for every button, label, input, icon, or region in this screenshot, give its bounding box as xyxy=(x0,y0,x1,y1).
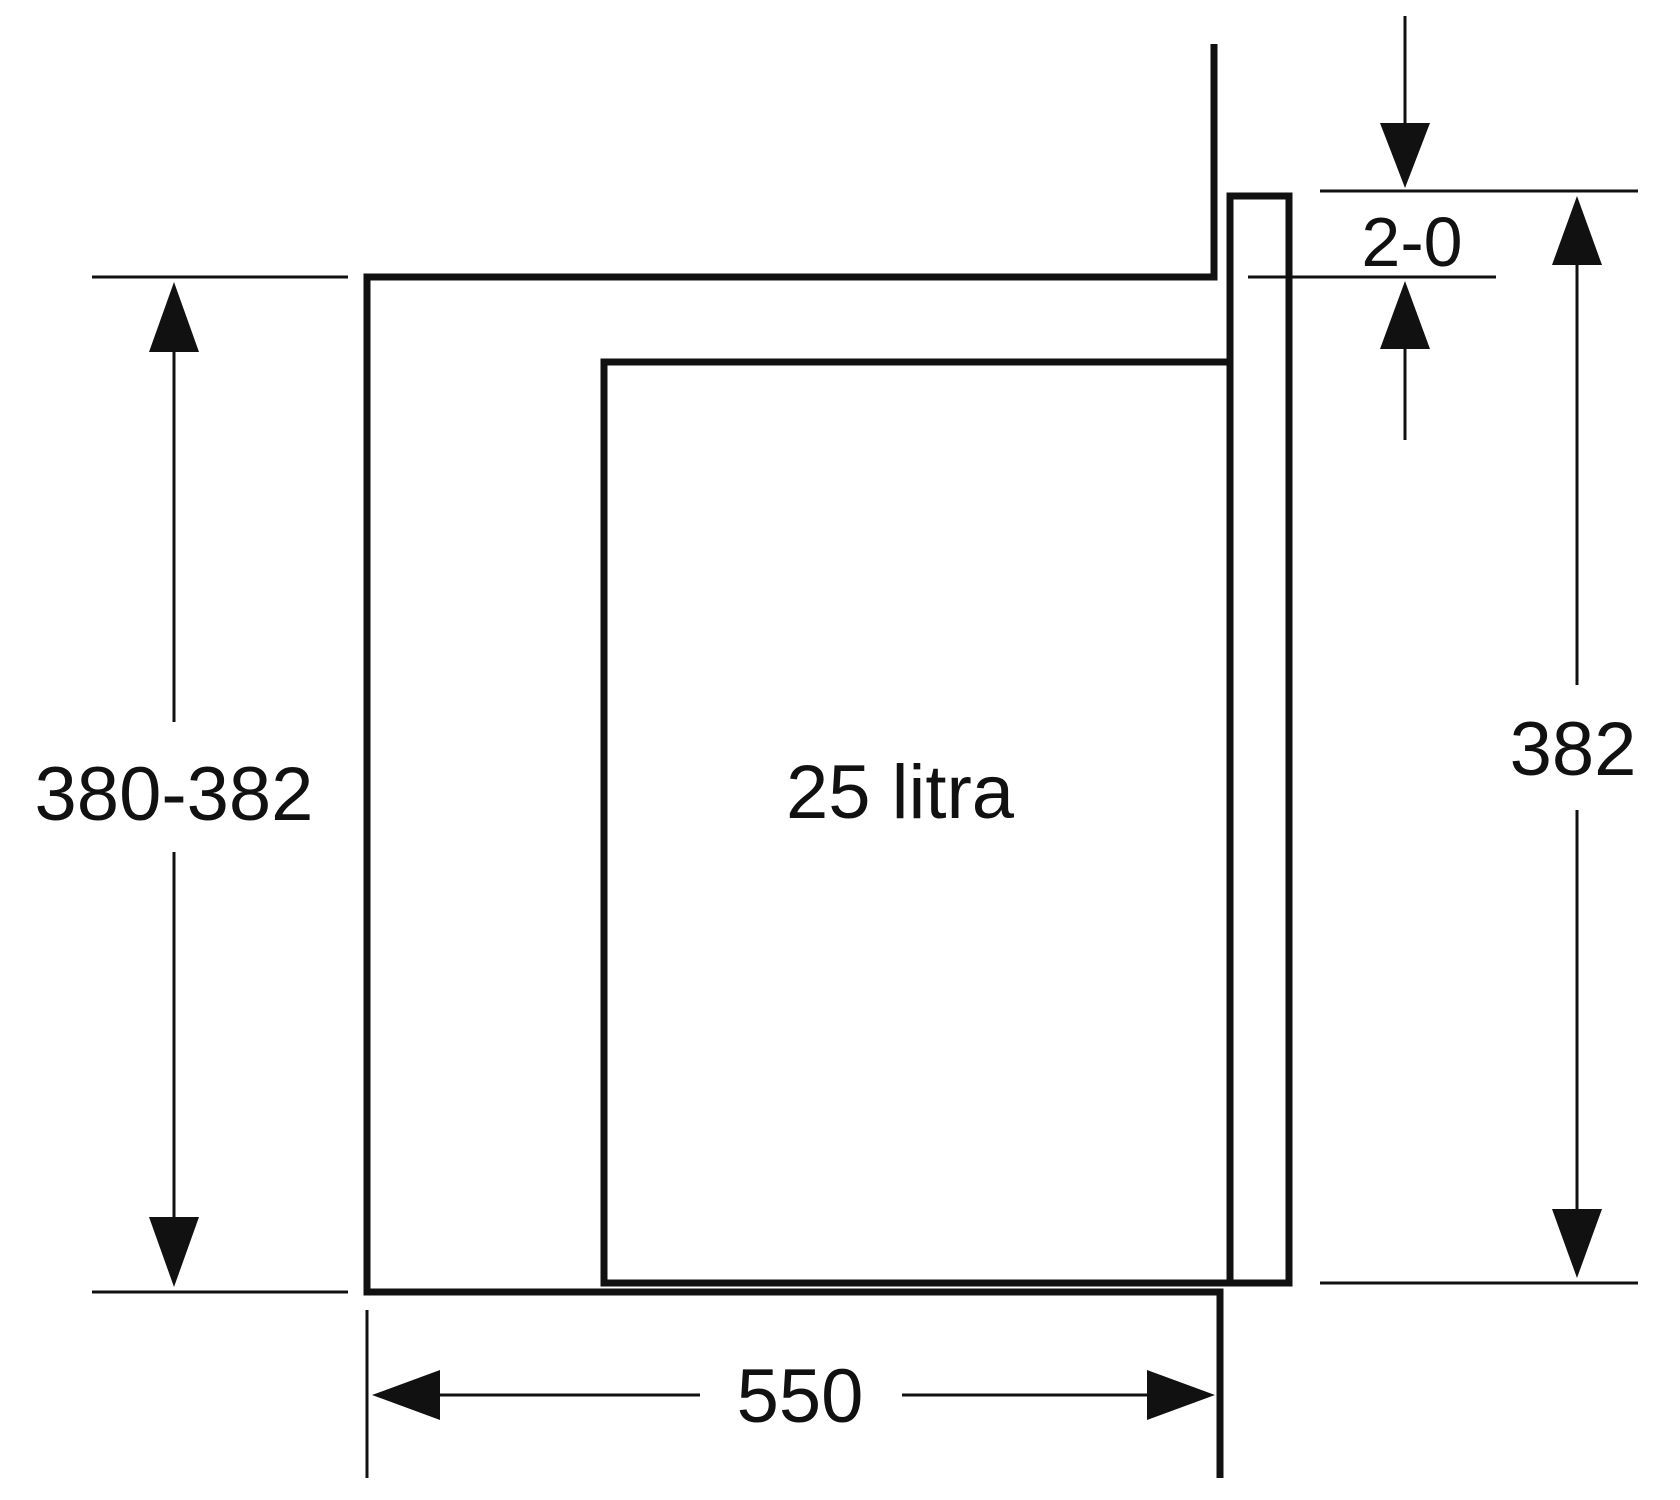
unit-height-label: 382 xyxy=(1510,707,1637,792)
arrow-right-icon xyxy=(1147,1370,1215,1420)
arrow-up-icon xyxy=(1380,281,1430,349)
appliance-body-outline xyxy=(600,358,1230,1287)
arrow-up-icon xyxy=(1552,196,1602,265)
arrow-down-icon xyxy=(149,1217,199,1287)
appliance-front-panel xyxy=(1226,192,1293,1287)
arrow-down-icon xyxy=(1552,1209,1602,1278)
cabinet-height-label: 380-382 xyxy=(35,752,314,837)
cabinet-niche-outline xyxy=(363,44,1224,1478)
arrow-up-icon xyxy=(149,282,199,352)
volume-label: 25 litra xyxy=(786,750,1015,835)
depth-label: 550 xyxy=(737,1354,864,1439)
gap-label: 2-0 xyxy=(1361,203,1462,281)
arrow-left-icon xyxy=(372,1370,440,1420)
arrow-down-icon xyxy=(1380,123,1430,188)
